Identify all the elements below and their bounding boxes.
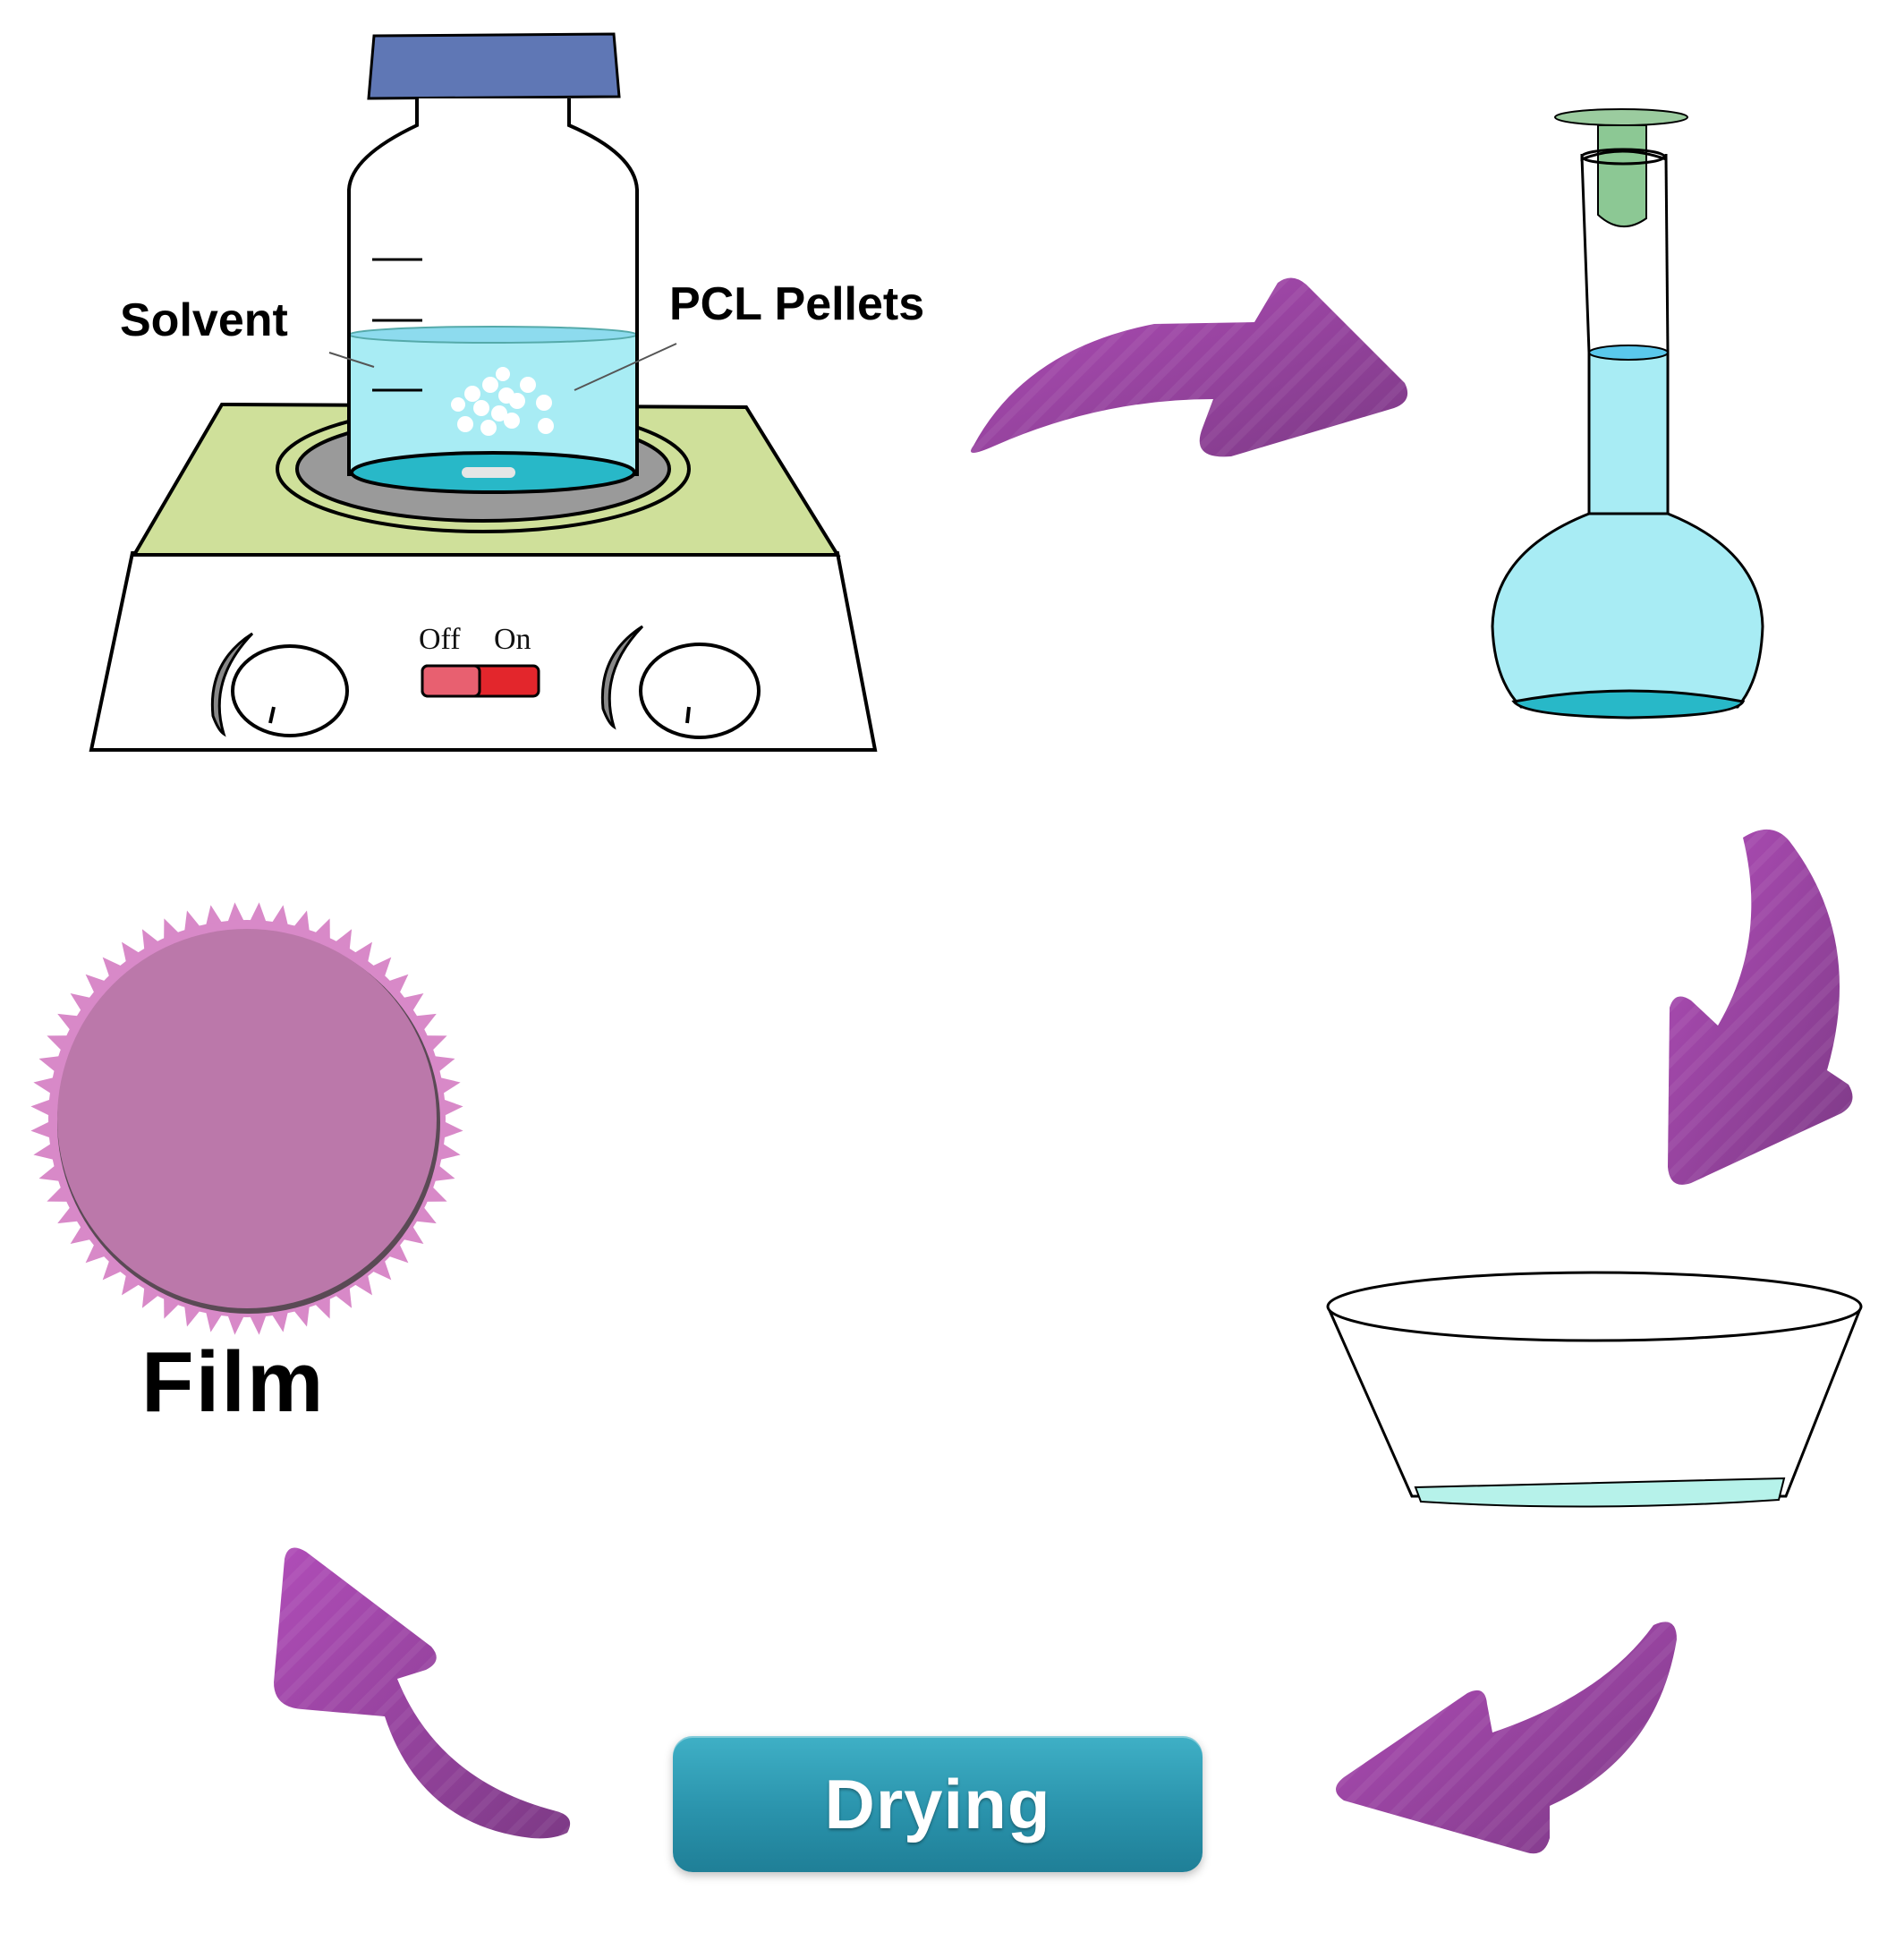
drying-step-box: Drying — [673, 1736, 1203, 1872]
left-knob-icon — [210, 632, 349, 737]
bottle-cap — [367, 32, 621, 100]
film-label: Film — [141, 1334, 326, 1430]
arrow-up-icon — [274, 1547, 571, 1839]
arrow-left-icon — [1336, 1622, 1677, 1854]
petri-dish — [1326, 1271, 1863, 1508]
power-switch — [421, 664, 540, 698]
drying-label: Drying — [824, 1764, 1051, 1843]
right-knob-icon — [600, 625, 761, 739]
film-disc — [30, 902, 463, 1335]
arrow-down-icon — [1668, 829, 1853, 1185]
pcl-pellets-label: PCL Pellets — [669, 278, 925, 330]
solvent-label: Solvent — [120, 294, 288, 346]
switch-off-label: Off — [419, 623, 461, 656]
stirrer-body — [89, 551, 878, 752]
switch-on-label: On — [494, 623, 531, 656]
solvent-bottle — [328, 32, 677, 494]
pellets-icon — [451, 367, 554, 436]
arrow-right-icon — [971, 277, 1408, 457]
volumetric-flask — [1491, 108, 1764, 719]
